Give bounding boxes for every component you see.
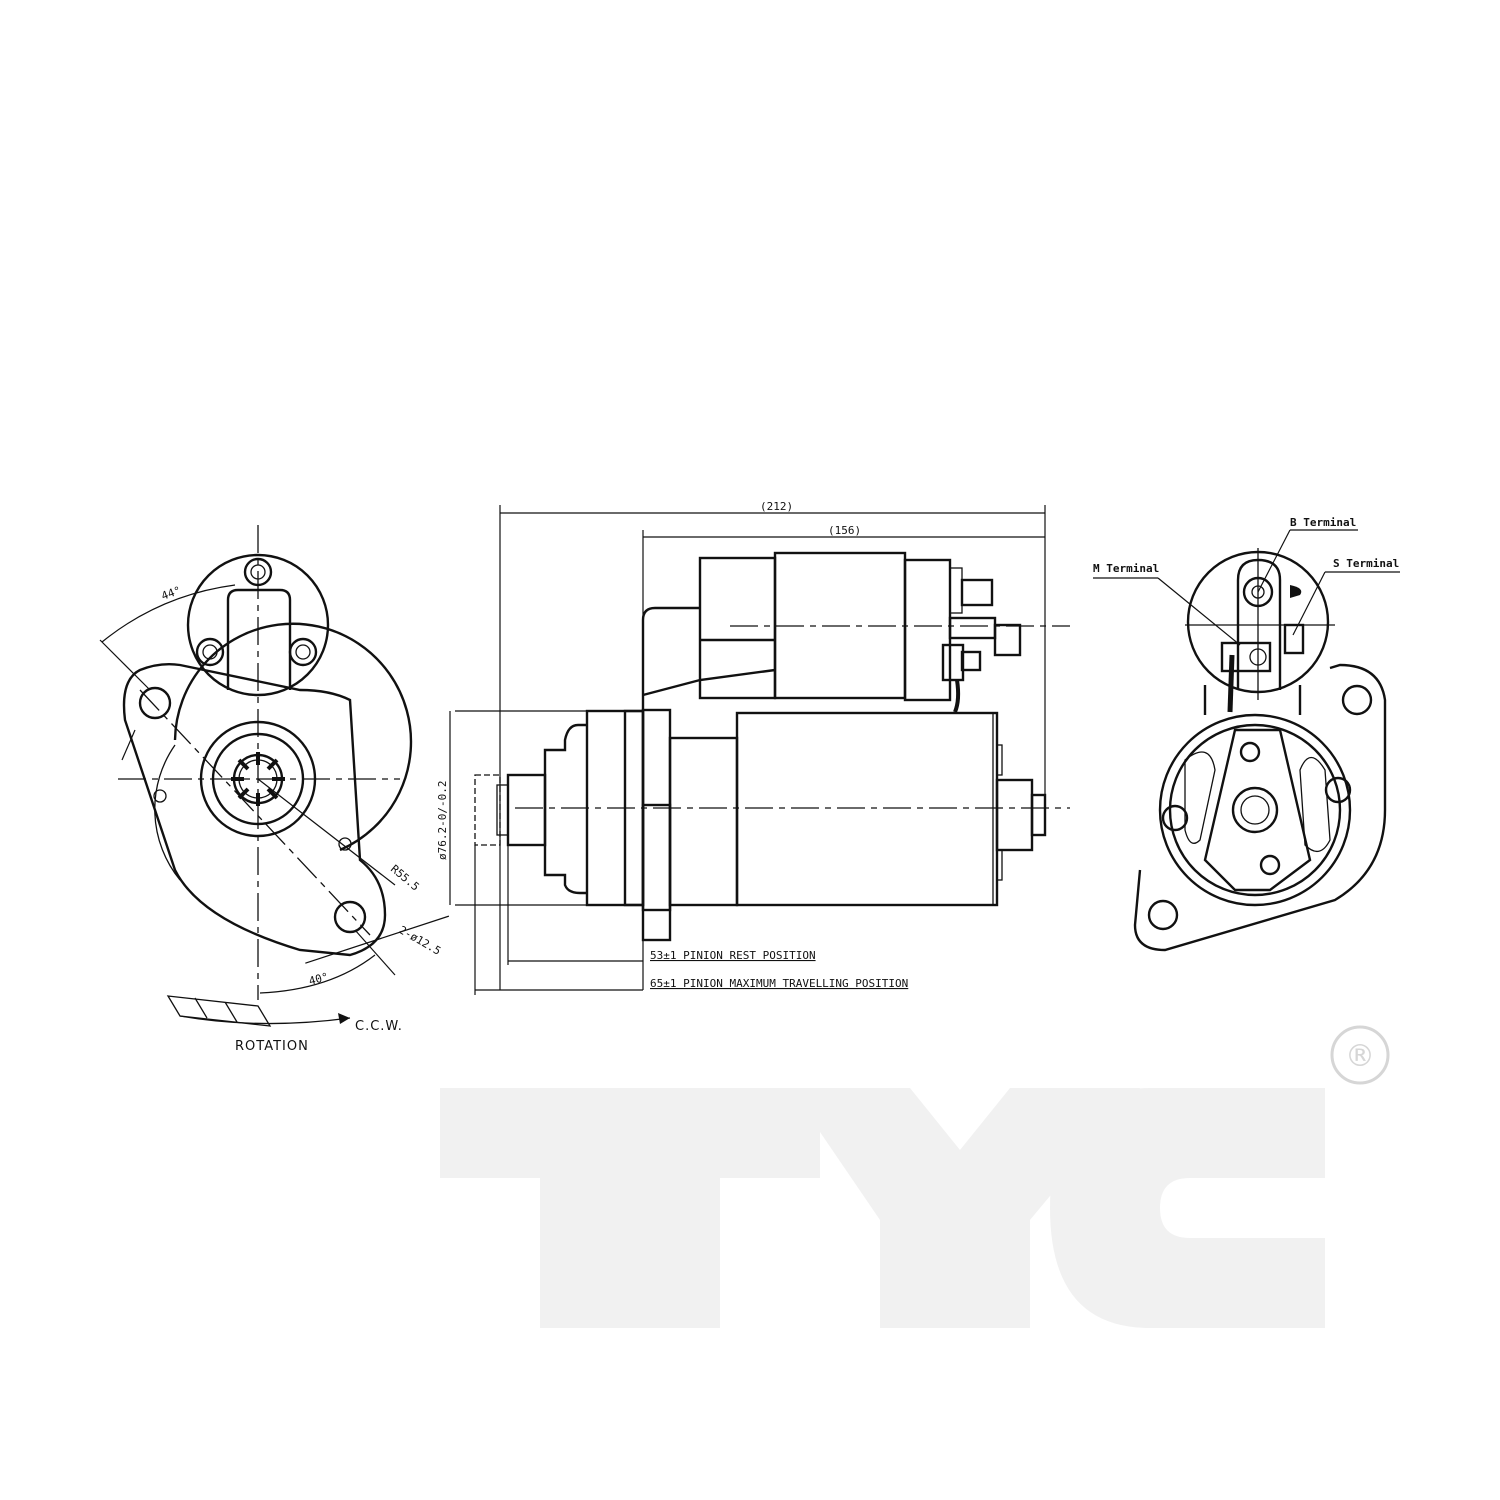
registered-mark: ® xyxy=(1345,1039,1375,1074)
pinion-max-dim: 65±1 PINION MAXIMUM TRAVELLING POSITION xyxy=(650,977,908,990)
b-terminal-label: B Terminal xyxy=(1290,516,1356,529)
rear-view: B Terminal S Terminal M Terminal xyxy=(1093,516,1400,952)
body-length-dim: (156) xyxy=(828,524,861,537)
s-terminal-label: S Terminal xyxy=(1333,557,1399,570)
diameter-dim: ø76.2-0/-0.2 xyxy=(436,781,449,860)
angle-44-label: 44° xyxy=(160,584,183,603)
m-terminal-label: M Terminal xyxy=(1093,562,1159,575)
rotation-label: ROTATION xyxy=(235,1039,309,1054)
pinion-rest-dim: 53±1 PINION REST POSITION xyxy=(650,949,816,962)
radius-label: R55.5 xyxy=(388,862,422,893)
tyc-logo-watermark: ® xyxy=(440,1025,1390,1328)
rotation-direction: C.C.W. xyxy=(355,1019,403,1034)
front-view: 44° 40° R55.5 2-ø12.5 C.C.W. ROTATION xyxy=(99,525,450,1054)
side-view: (212) (156) ø7 xyxy=(436,500,1070,995)
holes-label: 2-ø12.5 xyxy=(397,923,444,957)
overall-length-dim: (212) xyxy=(760,500,793,513)
angle-40-label: 40° xyxy=(307,970,330,988)
